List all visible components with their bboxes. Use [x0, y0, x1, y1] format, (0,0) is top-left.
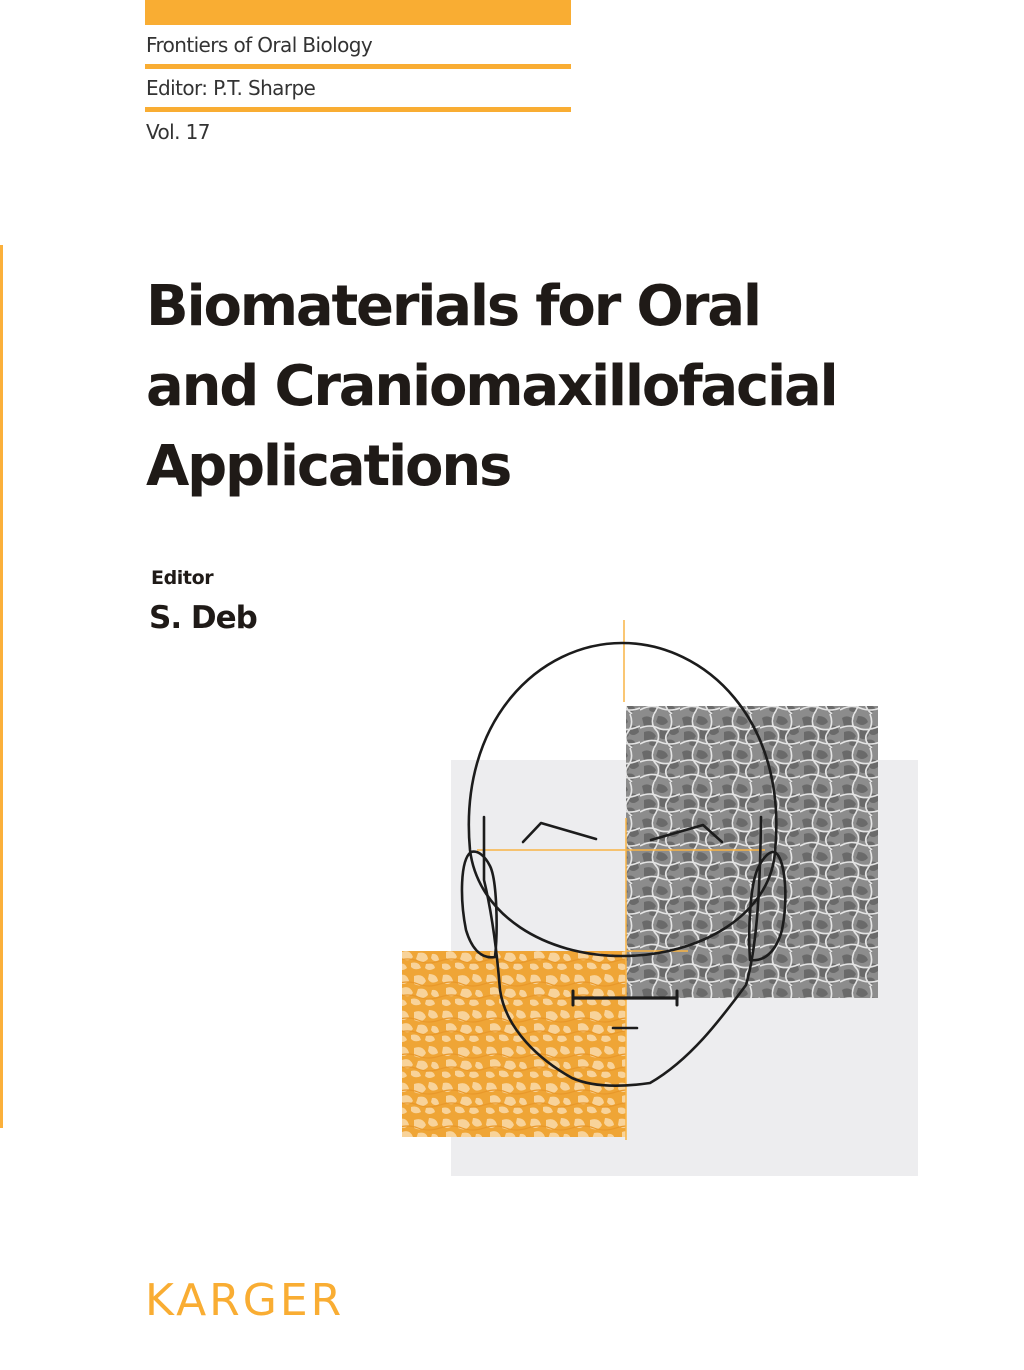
publisher-logo: KARGER	[145, 1275, 345, 1326]
title-line-3: Applications	[146, 434, 512, 499]
series-volume: Vol. 17	[146, 120, 210, 144]
title-line-1: Biomaterials for Oral	[146, 274, 762, 339]
header-band	[145, 0, 571, 25]
orange-texture-tile	[402, 951, 626, 1137]
editor-label: Editor	[151, 567, 214, 589]
editor-name: S. Deb	[149, 600, 258, 636]
header-rule-1	[145, 64, 571, 69]
head-outline-icon	[460, 641, 787, 1088]
book-title: Biomaterials for Oral and Craniomaxillof…	[146, 267, 1006, 507]
header-rule-2	[145, 107, 571, 112]
cover-illustration	[402, 620, 918, 1176]
left-accent-bar	[0, 245, 3, 1128]
gray-texture-tile	[626, 706, 878, 998]
title-line-2: and Craniomaxillofacial	[146, 354, 839, 419]
series-name: Frontiers of Oral Biology	[146, 33, 373, 57]
series-editor: Editor: P.T. Sharpe	[146, 76, 316, 100]
